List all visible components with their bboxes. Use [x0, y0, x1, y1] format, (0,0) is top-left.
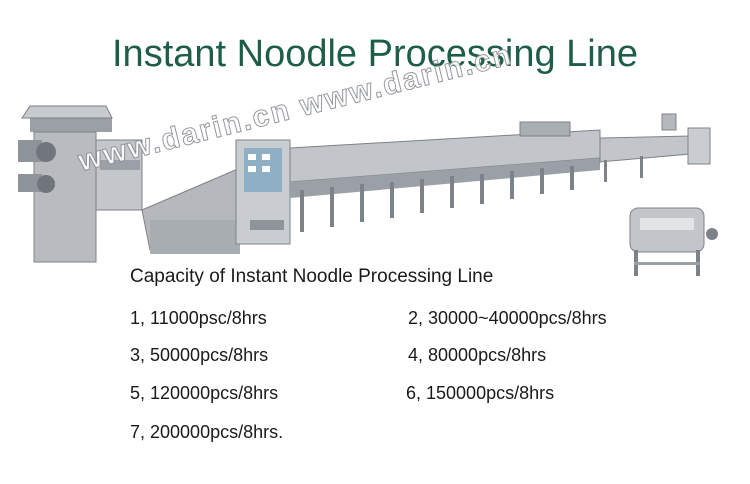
capacity-item-3: 3, 50000pcs/8hrs: [130, 345, 269, 365]
page-title: Instant Noodle Processing Line: [112, 33, 638, 75]
drying-tunnel: [289, 121, 601, 232]
mixer-machine: [18, 105, 143, 263]
noodle-line-illustration: [18, 105, 718, 276]
capacity-item-6: 6, 150000pcs/8hrs: [406, 383, 555, 403]
capacity-item-4: 4, 80000pcs/8hrs: [408, 345, 547, 365]
capacity-heading: Capacity of Instant Noodle Processing Li…: [130, 266, 494, 287]
steamer-section: [141, 167, 241, 254]
control-panel: [235, 139, 291, 245]
capacity-item-7: 7, 200000pcs/8hrs.: [130, 422, 284, 442]
flour-mixer: [629, 207, 718, 276]
capacity-item-1: 1, 11000psc/8hrs: [130, 308, 267, 328]
capacity-item-5: 5, 120000pcs/8hrs: [130, 383, 279, 403]
cooling-conveyor: [599, 113, 711, 182]
capacity-item-2: 2, 30000~40000pcs/8hrs: [408, 308, 607, 328]
